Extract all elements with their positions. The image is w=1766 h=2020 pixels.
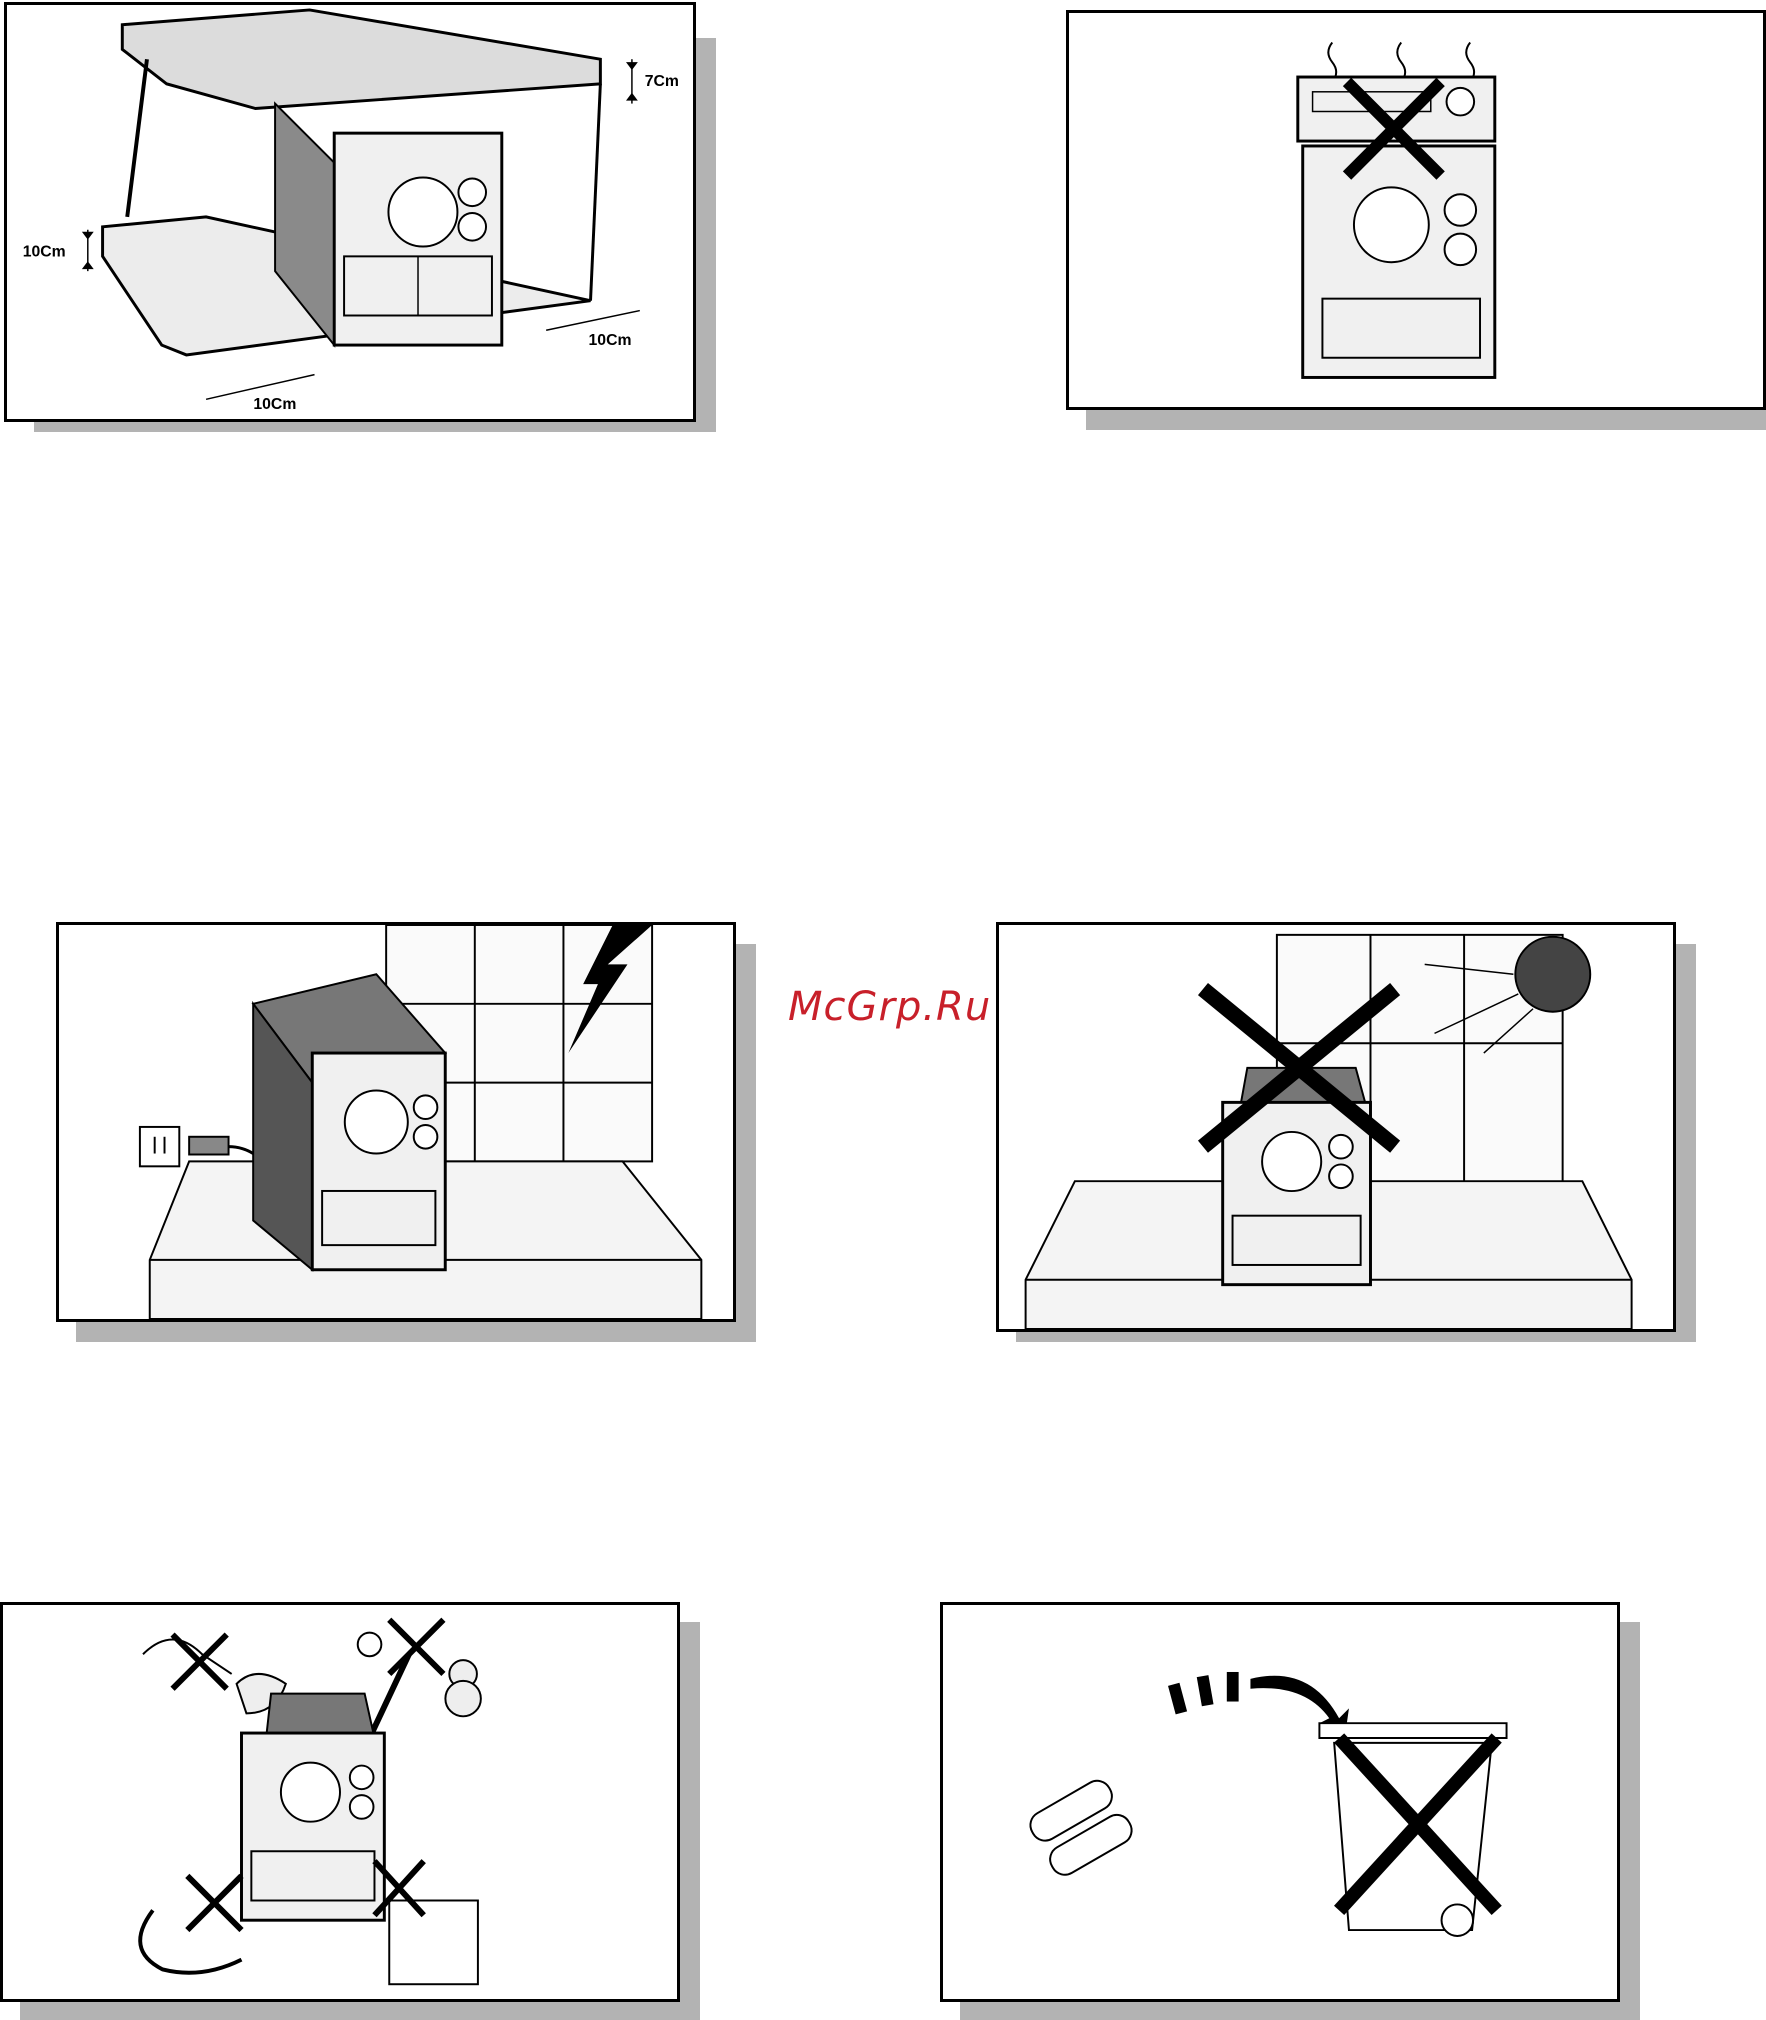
panel-frame bbox=[1066, 10, 1766, 410]
panel-frame bbox=[940, 1602, 1620, 2002]
battery-disposal-illustration bbox=[943, 1605, 1617, 1999]
clearance-illustration: 7Cm 10Cm 10Cm 10Cm bbox=[7, 5, 693, 419]
panel-thunderstorm-unplug bbox=[56, 922, 756, 1342]
label-left-clearance: 10Cm bbox=[23, 243, 66, 260]
label-top-clearance: 7Cm bbox=[645, 73, 679, 90]
panel-avoid-hazards bbox=[0, 1602, 700, 2020]
thunderstorm-illustration bbox=[59, 925, 733, 1319]
panel-frame: 7Cm 10Cm 10Cm 10Cm bbox=[4, 2, 696, 422]
panel-ventilation-clearance: 7Cm 10Cm 10Cm 10Cm bbox=[4, 2, 716, 432]
panel-frame bbox=[0, 1602, 680, 2002]
label-side-clearance: 10Cm bbox=[589, 332, 632, 349]
hazards-illustration bbox=[3, 1605, 677, 1999]
panel-no-direct-sunlight bbox=[996, 922, 1696, 1342]
sunlight-illustration bbox=[999, 925, 1673, 1329]
label-front-clearance: 10Cm bbox=[253, 396, 296, 413]
watermark-text: McGrp.Ru bbox=[788, 984, 991, 1030]
panel-battery-disposal bbox=[940, 1602, 1640, 2020]
panel-no-stacking bbox=[1066, 10, 1766, 430]
panel-frame bbox=[56, 922, 736, 1322]
stacking-illustration bbox=[1069, 13, 1763, 407]
panel-frame bbox=[996, 922, 1676, 1332]
